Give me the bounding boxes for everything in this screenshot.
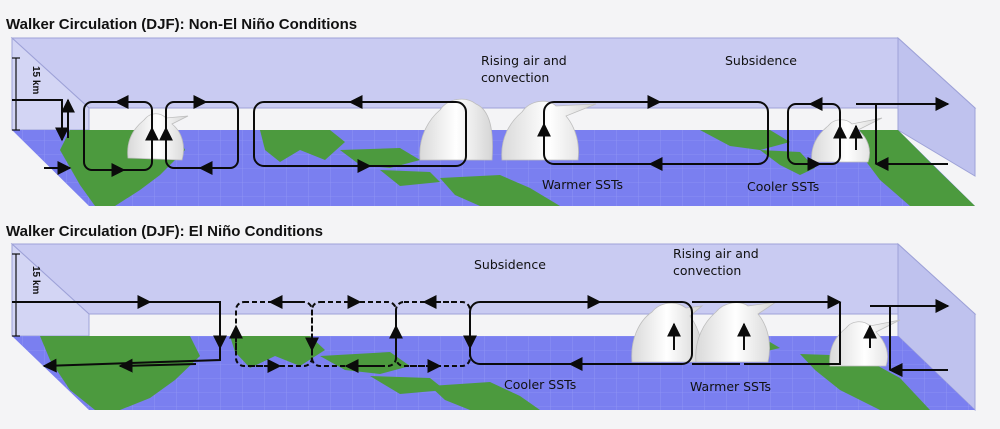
- panel-non-el-nino: Walker Circulation (DJF): Non-El Niño Co…: [6, 16, 977, 206]
- height-axis: 15 km: [12, 57, 41, 131]
- axis-label: 15 km: [30, 66, 41, 94]
- subsidence-label: Subsidence: [725, 53, 797, 68]
- panel-title: Walker Circulation (DJF): El Niño Condit…: [6, 223, 323, 240]
- cloud: [419, 98, 493, 161]
- rising-label-line1: Rising air and: [481, 53, 567, 68]
- atmosphere-wall: [10, 243, 977, 315]
- rising-label-line1: Rising air and: [673, 246, 759, 261]
- cloud: [829, 319, 901, 367]
- axis-label: 15 km: [30, 266, 41, 294]
- cloud: [127, 113, 189, 161]
- land-masses: [40, 336, 930, 410]
- rising-label-line2: convection: [673, 263, 741, 278]
- panel-el-nino: Walker Circulation (DJF): El Niño Condit…: [6, 223, 977, 412]
- rising-label-line2: convection: [481, 70, 549, 85]
- circulation-arrows: [12, 95, 950, 177]
- subsidence-label: Subsidence: [474, 257, 546, 272]
- warm-sst-label: Warmer SSTs: [542, 177, 623, 192]
- panel-title: Walker Circulation (DJF): Non-El Niño Co…: [6, 16, 357, 33]
- cloud: [811, 117, 883, 163]
- cool-sst-label: Cooler SSTs: [504, 377, 576, 392]
- height-axis: 15 km: [12, 253, 41, 337]
- convection-clouds: [631, 301, 901, 367]
- land-masses: [60, 130, 975, 206]
- warm-sst-label: Warmer SSTs: [690, 379, 771, 394]
- convection-clouds: [127, 98, 883, 163]
- circulation-arrows: [12, 295, 950, 377]
- cool-sst-label: Cooler SSTs: [747, 179, 819, 194]
